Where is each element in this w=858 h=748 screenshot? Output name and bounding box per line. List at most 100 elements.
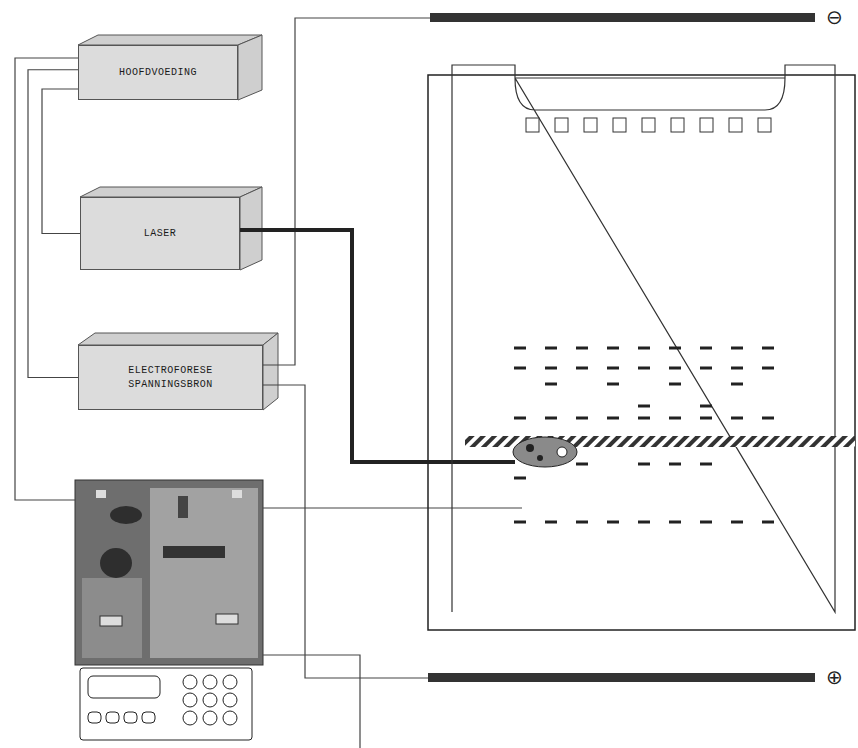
board-panel (82, 578, 142, 658)
power-wire (42, 89, 80, 234)
board-chip (163, 546, 225, 558)
dna-band (731, 417, 743, 420)
board-chip (178, 496, 188, 518)
dna-band (669, 521, 681, 524)
device-box: ELECTROFORESE SPANNINGSBRON (78, 345, 263, 410)
keypad-key (183, 675, 197, 689)
dna-band (700, 367, 712, 370)
box-face (78, 35, 262, 45)
gel-well (555, 118, 568, 132)
electrode-sign: ⊕ (826, 667, 843, 687)
wire (263, 385, 428, 678)
board-panel (150, 488, 258, 658)
board-chip (96, 490, 106, 498)
board-chip (100, 616, 122, 626)
dna-band (514, 347, 526, 350)
device-box: LASER (80, 197, 240, 270)
board-chip (232, 490, 242, 498)
dna-band (576, 367, 588, 370)
dna-band (638, 347, 650, 350)
dna-band (700, 521, 712, 524)
keypad-key (203, 693, 217, 707)
dna-band (545, 367, 557, 370)
keypad-key (124, 712, 137, 723)
laser-beam-guide (240, 230, 515, 462)
wire (263, 507, 522, 508)
dna-band (731, 521, 743, 524)
box-label: LASER (144, 227, 177, 241)
box-face (263, 333, 278, 410)
electrode-sign: ⊖ (826, 7, 843, 27)
dna-band (731, 367, 743, 370)
box-face (238, 35, 262, 100)
gel-well (613, 118, 626, 132)
gel-well (671, 118, 684, 132)
box-face (80, 187, 262, 197)
device-box: HOOFDVOEDING (78, 45, 238, 100)
dna-band (545, 417, 557, 420)
keypad-key (203, 711, 217, 725)
wire (15, 58, 78, 500)
detector-lens (557, 447, 567, 457)
dna-band (638, 521, 650, 524)
wire (263, 18, 430, 365)
dna-band (607, 347, 619, 350)
dna-band (514, 417, 526, 420)
dna-band (731, 383, 743, 386)
board-chip (216, 614, 238, 624)
keypad-key (142, 712, 155, 723)
anode-bar (428, 673, 815, 682)
gel-well (758, 118, 771, 132)
dna-band (700, 405, 712, 408)
detector-head (513, 437, 577, 467)
power-wire (28, 70, 78, 378)
gel-top (515, 78, 785, 79)
cathode-bar (430, 13, 815, 22)
dna-band (607, 367, 619, 370)
dna-band (607, 417, 619, 420)
dna-band (514, 477, 526, 480)
keypad-key (223, 675, 237, 689)
box-label: HOOFDVOEDING (119, 66, 197, 80)
keypad-key (183, 711, 197, 725)
detector-dot (526, 444, 534, 452)
keypad (80, 668, 252, 740)
gel-well (642, 118, 655, 132)
dna-band (669, 417, 681, 420)
keypad-key (223, 693, 237, 707)
dna-band (545, 347, 557, 350)
dna-band (762, 521, 774, 524)
keypad-key (106, 712, 119, 723)
keypad-key (223, 711, 237, 725)
keypad-key (183, 693, 197, 707)
gel-plate (428, 75, 855, 630)
dna-band (700, 463, 712, 466)
dna-band (669, 367, 681, 370)
dna-band (638, 405, 650, 408)
board-chip (100, 548, 132, 578)
dna-band (700, 347, 712, 350)
box-face (78, 333, 278, 345)
box-label: ELECTROFORESE SPANNINGSBRON (85, 364, 256, 391)
dna-band (669, 463, 681, 466)
gel-well (729, 118, 742, 132)
dna-band (545, 383, 557, 386)
dna-band (514, 367, 526, 370)
dna-band (669, 383, 681, 386)
dna-band (576, 347, 588, 350)
dna-band (700, 417, 712, 420)
dna-band (514, 521, 526, 524)
dna-band (669, 347, 681, 350)
gel-well (700, 118, 713, 132)
dna-band (576, 521, 588, 524)
dna-band (762, 347, 774, 350)
dna-band (607, 383, 619, 386)
dna-band (762, 417, 774, 420)
keypad-key (88, 712, 101, 723)
keypad-display (88, 676, 160, 698)
dna-band (638, 417, 650, 420)
dna-band (607, 521, 619, 524)
dna-band (638, 463, 650, 466)
board-chip (110, 506, 142, 524)
detector-dot (537, 455, 543, 461)
